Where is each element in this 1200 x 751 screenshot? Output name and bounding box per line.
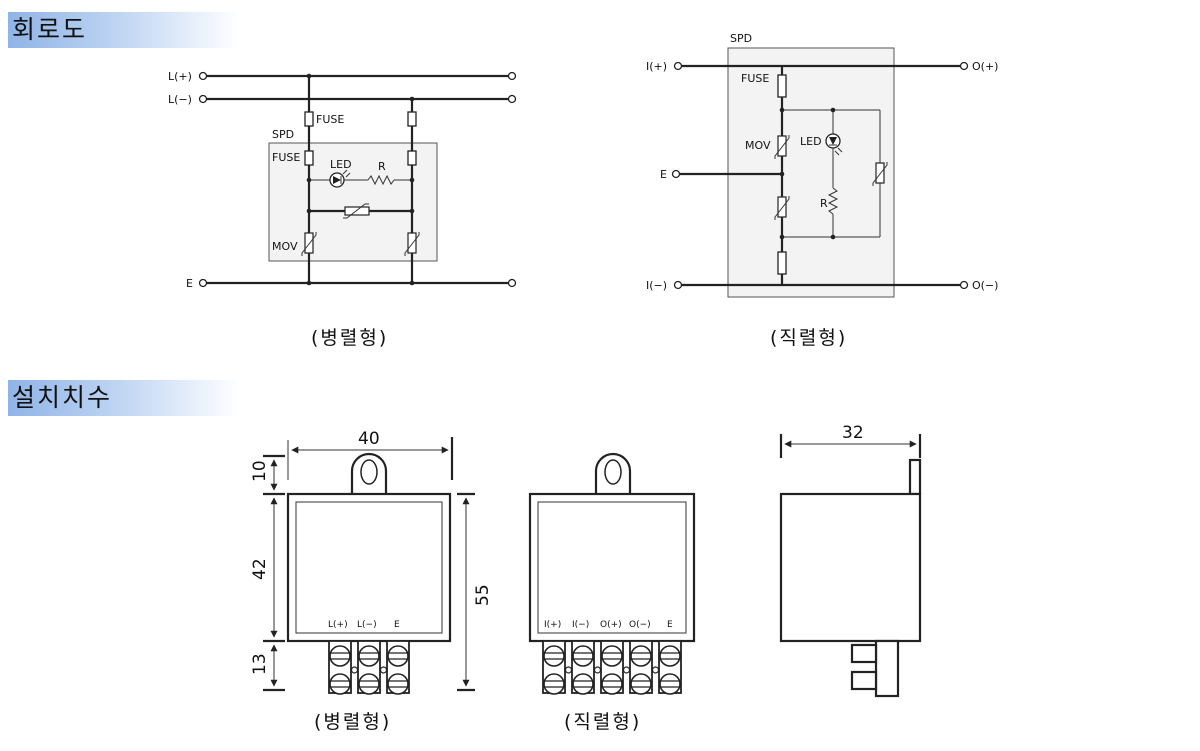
series-dimension-drawing: I(+) I(−) O(+) O(−) E (직렬형) [528,452,696,733]
label-spd: SPD [730,32,752,45]
label-fuse-inner: FUSE [272,151,300,164]
terminal-label: L(−) [357,620,377,630]
resistor-symbol [367,174,395,186]
label-line-plus: L(+) [168,70,192,83]
section-title-dimensions: 설치치수 [8,380,240,416]
section-title-circuit: 회로도 [8,12,240,48]
caption-series-dim: (직렬형) [564,711,641,733]
dim-body: 42 [250,558,270,580]
label-out-plus: O(+) [972,60,998,73]
terminal-label: O(+) [600,620,622,630]
screw-icon [358,645,380,667]
screw-icon [601,673,623,695]
terminal-label: E [667,620,673,630]
label-in-plus: I(+) [646,60,667,73]
terminal-label: I(+) [544,620,561,630]
screw-icon [572,645,594,667]
label-out-minus: O(−) [972,279,998,292]
label-earth: E [660,168,667,181]
terminal-label: I(−) [572,620,589,630]
screw-icon [601,645,623,667]
fuse-symbol [304,111,314,127]
screw-icon [387,673,409,695]
label-fuse: FUSE [316,113,344,126]
label-led: LED [800,135,822,148]
device-body [528,492,696,643]
dim-depth: 32 [842,423,864,443]
mounting-tab [908,458,922,496]
caption-series: (직렬형) [770,327,847,349]
screw-head [850,643,878,664]
resistor-symbol [827,187,839,215]
parallel-dimension-drawing: 40 10 42 13 55 L(+) L(−) E (병렬형) [250,429,493,733]
screw-icon [329,673,351,695]
terminal-block [658,640,682,695]
fuse-symbol [304,150,314,166]
screw-icon [358,673,380,695]
dim-bottom: 13 [250,653,270,675]
label-line-minus: L(−) [168,93,192,106]
series-circuit-diagram: SPD I(+) O(+) I(−) O(−) E FUSE MOV LED R… [646,32,998,349]
side-view-drawing: 32 [779,423,922,698]
terminal-block [571,640,602,695]
screw-icon [329,645,351,667]
terminal-block [600,640,631,695]
screw-icon [630,645,652,667]
label-mov: MOV [745,139,771,152]
label-in-minus: I(−) [646,279,667,292]
dim-top: 10 [250,460,270,482]
fuse-symbol [407,150,417,166]
mov-symbol [304,232,314,254]
caption-parallel: (병렬형) [311,327,388,349]
label-mov: MOV [272,240,298,253]
screw-icon [659,673,681,695]
terminal-block [629,640,660,695]
mov-symbol [875,162,885,184]
label-resistor: R [378,160,386,173]
fuse-symbol [407,111,417,127]
label-resistor: R [820,197,828,210]
caption-parallel-dim: (병렬형) [314,711,391,733]
fuse-symbol [777,74,787,98]
screw-icon [572,673,594,695]
terminal-side [874,639,900,698]
dim-width: 40 [358,429,380,449]
mov-symbol [777,196,787,218]
device-body-side [779,492,922,643]
parallel-circuit-diagram: L(+) L(−) E FUSE SPD FUSE LED R MOV (병렬형… [168,70,517,349]
device-body [286,492,452,643]
label-led: LED [330,158,352,171]
terminal-block [386,640,410,695]
screw-head [850,670,878,691]
mov-symbol [777,135,787,157]
terminal-label: E [394,620,400,630]
terminal-label: O(−) [629,620,651,630]
fuse-symbol [777,251,787,275]
mov-symbol [407,232,417,254]
dim-total: 55 [473,584,493,606]
label-earth: E [186,277,193,290]
label-spd: SPD [272,128,294,141]
screw-icon [387,645,409,667]
spd-box [727,47,895,298]
label-fuse: FUSE [741,72,769,85]
screw-icon [630,673,652,695]
terminal-block [357,640,388,695]
terminal-block [542,640,573,695]
screw-icon [543,645,565,667]
screw-icon [543,673,565,695]
screw-icon [659,645,681,667]
terminal-label: L(+) [328,620,348,630]
terminal-block [328,640,359,695]
